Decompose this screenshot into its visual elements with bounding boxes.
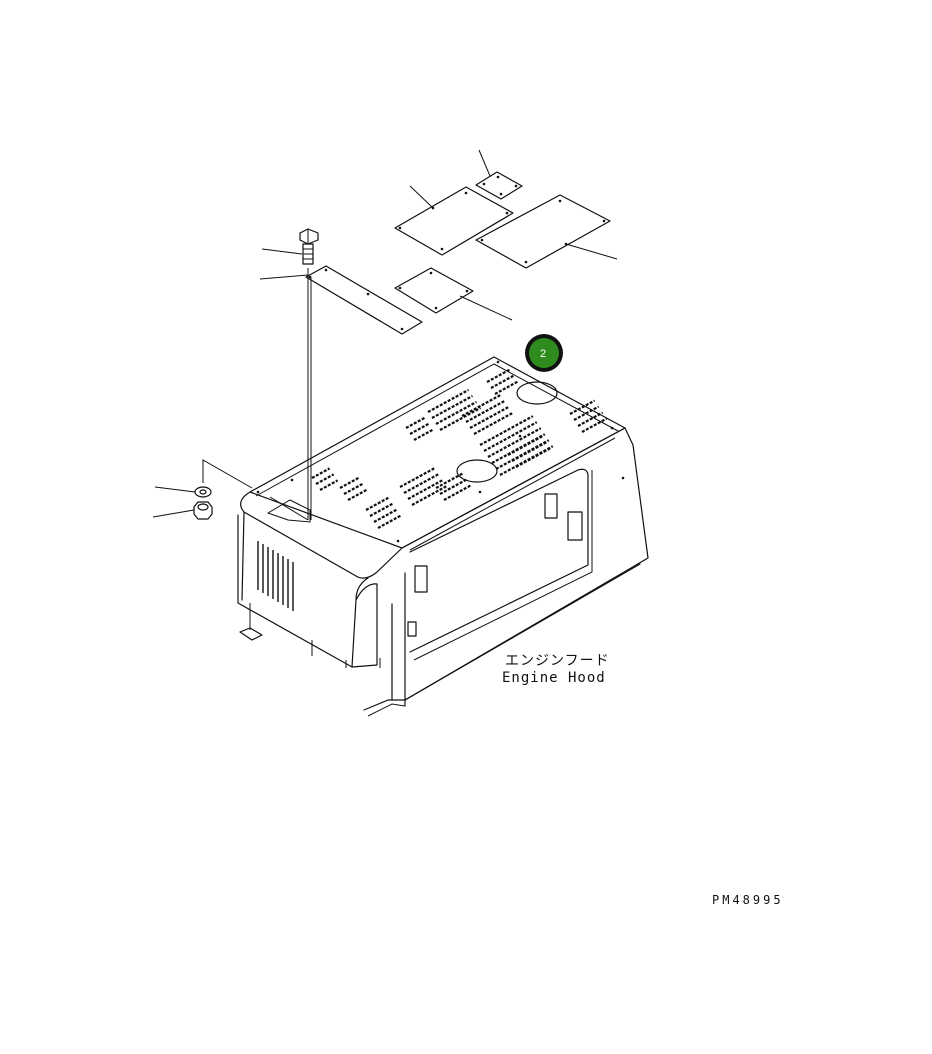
- louver-slot: [373, 508, 398, 523]
- cover-strip-long: [305, 265, 423, 335]
- louver-slot: [315, 473, 335, 485]
- louver-slot: [483, 421, 538, 452]
- part-label-jp: エンジンフード: [505, 653, 610, 669]
- louver-slot: [369, 502, 394, 517]
- louver-slot: [311, 467, 331, 479]
- louver-slot: [343, 482, 364, 495]
- louver-slot: [443, 484, 471, 501]
- louver-slot: [577, 411, 604, 427]
- louver-slot: [494, 380, 519, 395]
- drawing-number: PM48995: [712, 893, 784, 907]
- louver-slot: [479, 415, 534, 446]
- louver-slot: [461, 393, 502, 417]
- leader-line: [259, 274, 309, 280]
- louver-slot: [439, 406, 482, 431]
- louver-slot: [319, 479, 339, 491]
- cover-plate-middle: [394, 267, 474, 314]
- louver-slot: [403, 472, 440, 494]
- louver-slot: [435, 472, 463, 489]
- install-line: [269, 496, 309, 521]
- louver-slot: [411, 484, 448, 506]
- louver-slot: [439, 478, 467, 495]
- louver-slot: [515, 446, 552, 468]
- louver-slot: [431, 394, 474, 419]
- louver-slot: [465, 399, 506, 423]
- leader-line: [152, 509, 195, 518]
- leader-line: [202, 459, 253, 489]
- leader-line: [565, 243, 618, 260]
- louver-slot: [487, 427, 542, 458]
- louver-slot: [573, 405, 600, 421]
- part-label-en: Engine Hood: [502, 670, 606, 686]
- louver-slot: [486, 368, 511, 383]
- louver-slot: [405, 416, 426, 429]
- louver-slot: [507, 434, 544, 456]
- callout-number: 2: [540, 348, 546, 360]
- cover-plate-small-top: [475, 171, 523, 200]
- louver-slot: [347, 488, 368, 501]
- louver-slot: [413, 428, 434, 441]
- cover-plate-upper-left: [394, 186, 514, 256]
- louver-slot: [581, 417, 608, 433]
- leader-line: [154, 486, 196, 493]
- leader-line: [261, 248, 303, 255]
- louver-slot: [377, 514, 402, 529]
- leader-line: [459, 295, 513, 321]
- louver-slot: [399, 466, 436, 488]
- nut-icon: [193, 501, 213, 520]
- louver-slot: [511, 440, 548, 462]
- louver-slot: [569, 399, 596, 415]
- louver-slot: [473, 411, 514, 435]
- bolt-icon: [299, 228, 319, 265]
- louver-slot: [427, 388, 470, 413]
- louver-slot: [407, 478, 444, 500]
- louver-slot: [365, 496, 390, 511]
- louver-slot: [409, 422, 430, 435]
- leader-line: [478, 149, 491, 177]
- washer-icon: [194, 486, 212, 498]
- engine-hood-body: [237, 356, 649, 717]
- louver-slot: [490, 374, 515, 389]
- louver-slot: [435, 400, 478, 425]
- louver-slot: [469, 405, 510, 429]
- louver-slot: [339, 476, 360, 489]
- callout-marker[interactable]: 2: [525, 334, 563, 372]
- top-louvers: [311, 368, 608, 529]
- side-vents: [257, 541, 294, 611]
- leader-line: [409, 185, 434, 209]
- cover-plate-right: [475, 194, 611, 269]
